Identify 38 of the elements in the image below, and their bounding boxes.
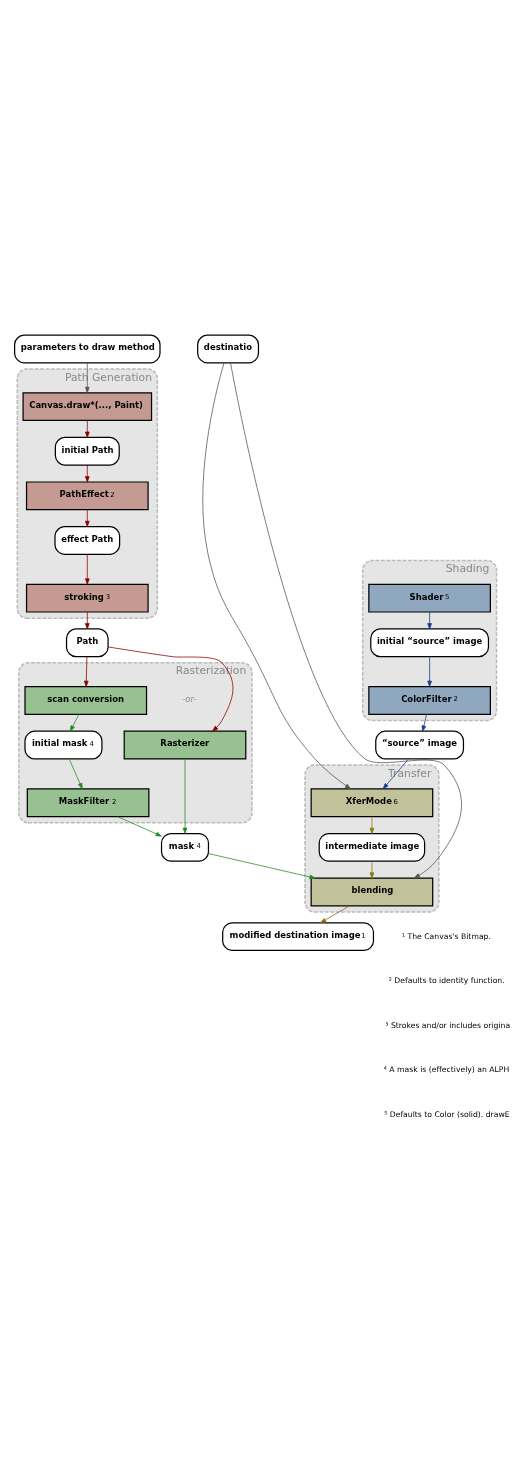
label: -or- bbox=[182, 693, 197, 704]
arrow bbox=[208, 852, 316, 879]
arrow bbox=[85, 508, 90, 527]
node-box: Rasterizer bbox=[123, 730, 247, 760]
arrow bbox=[182, 758, 188, 834]
node-box: “source” image bbox=[375, 730, 465, 760]
arrow bbox=[117, 815, 162, 836]
label: ¹ The Canvas's Bitmap. bbox=[401, 931, 491, 941]
label: ² Defaults to identity function. bbox=[388, 975, 505, 985]
node-box: effect Path bbox=[54, 525, 121, 555]
node-box: intermediate image bbox=[318, 832, 426, 862]
arrow bbox=[230, 362, 462, 878]
arrow bbox=[69, 713, 80, 732]
arrow bbox=[68, 758, 83, 789]
arrow bbox=[84, 655, 89, 687]
node-box: Path bbox=[65, 627, 109, 657]
arrow bbox=[107, 646, 234, 732]
arrow bbox=[427, 655, 432, 687]
node-box: parameters to draw method bbox=[14, 333, 161, 363]
node-box: initial “source” image bbox=[370, 627, 490, 657]
node-box: scan conversion bbox=[24, 685, 148, 715]
node-box: destinatio bbox=[197, 333, 260, 363]
arrow bbox=[85, 553, 90, 585]
arrow bbox=[320, 905, 350, 923]
label: ⁵ Defaults to Color (solid). drawE bbox=[384, 1109, 510, 1119]
label: ⁴ A mask is (effectively) an ALPH bbox=[383, 1064, 510, 1074]
arrow bbox=[85, 611, 90, 629]
arrow bbox=[369, 815, 375, 834]
arrow bbox=[369, 860, 375, 879]
arrow bbox=[427, 611, 432, 629]
arrow bbox=[85, 464, 90, 482]
arrow bbox=[202, 361, 351, 789]
node-box: Canvas.draw*(..., Paint) bbox=[22, 391, 153, 421]
node-box: blending bbox=[310, 877, 434, 906]
label: ³ Strokes and/or includes origina bbox=[385, 1020, 511, 1030]
node-box: initial Path bbox=[54, 436, 120, 466]
arrow bbox=[85, 419, 90, 438]
arrow bbox=[421, 713, 427, 732]
